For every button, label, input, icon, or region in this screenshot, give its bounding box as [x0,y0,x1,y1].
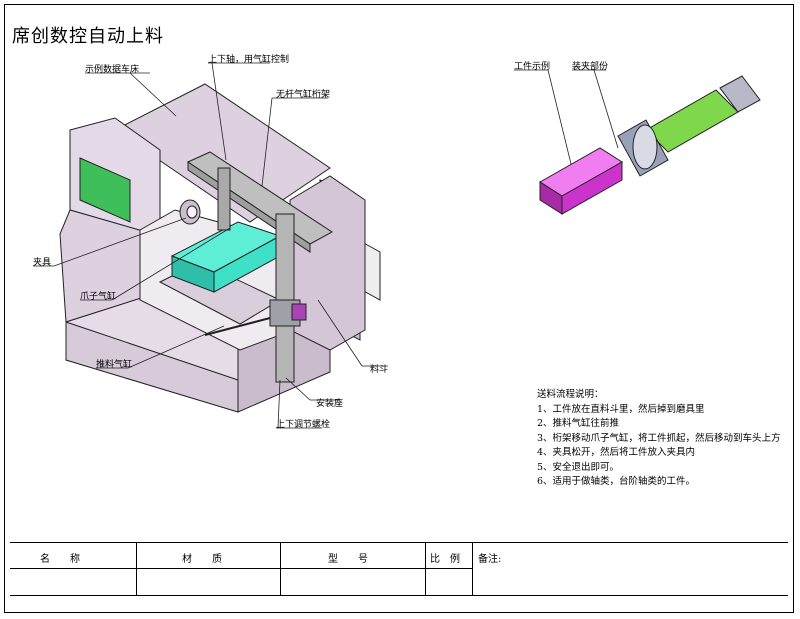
label-sample-lathe: 示例数据车床 [85,65,140,75]
notes-item: 1、工件放在直料斗里，然后掉到磨具里 [537,403,705,415]
title-block-divider [472,543,473,595]
notes-item: 2、推料气缸往前推 [537,418,620,429]
header-name: 名 称 [40,554,80,565]
leader-lines [33,62,619,429]
notes-heading: 送料流程说明： [537,389,604,400]
title-block-divider [425,543,426,595]
drawing-frame [4,4,794,613]
header-model: 型 号 [328,554,368,565]
title-block-row-divider [10,568,472,569]
label-adjust-bolt: 上下调节螺栓 [276,420,331,430]
label-claw-cylinder: 爪子气缸 [80,292,117,302]
label-clamp-part: 装夹部份 [572,62,609,72]
notes-item: 4、夹具松开，然后将工件放入夹具内 [537,447,696,458]
label-hopper: 料斗 [370,365,389,375]
label-workpiece-example: 工件示例 [514,62,551,72]
notes-item: 5、安全退出即可。 [537,461,620,473]
gantry [186,151,333,383]
drawing-title: 席创数控自动上料 [12,26,164,47]
label-rodless-gantry: 无杆气缸桁架 [276,90,331,100]
label-mount-base: 安装座 [316,399,344,409]
label-fixture: 夹具 [33,258,52,268]
notes-item: 3、桁架移动爪子气缸，将工件抓起，然后移动到车头上方 [537,432,781,444]
control-screen [79,157,131,223]
header-scale: 比 例 [430,554,460,565]
title-block: 名 称 材 质 型 号 比 例 备注: [10,542,788,596]
title-block-divider [136,543,137,595]
header-material: 材 质 [182,554,222,565]
label-updown-axis: 上下轴，用气缸控制 [208,55,290,65]
magenta-bracket [291,303,307,321]
shaft-workpiece [539,75,761,215]
title-block-divider [280,543,281,595]
header-remarks: 备注: [478,554,502,565]
label-push-cylinder: 推料气缸 [96,360,133,370]
process-notes: 送料流程说明： 1、工件放在直料斗里，然后掉到磨具里 2、推料气缸往前推 3、桁… [537,388,781,490]
lathe-workpiece [170,221,282,293]
notes-item: 6、适用于做轴类，台阶轴类的工件。 [537,476,696,487]
chuck [179,199,201,225]
